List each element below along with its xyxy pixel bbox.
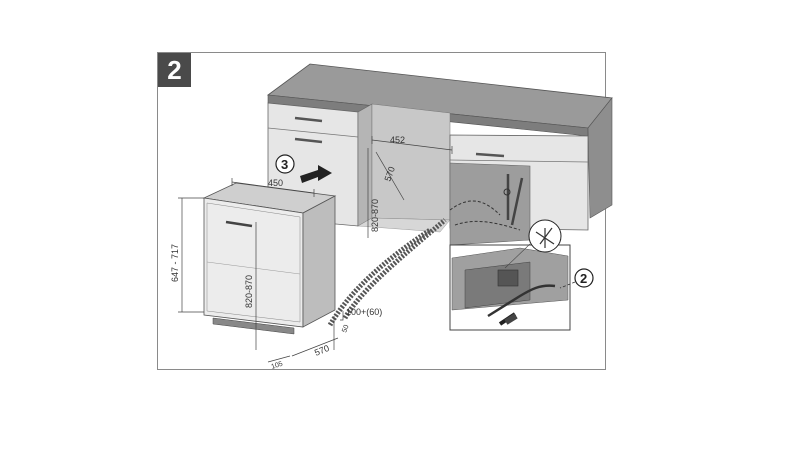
toe-kick-label: 100+(60): [346, 307, 382, 317]
dishwasher-plinth: [212, 317, 295, 335]
kitchen-cabinet: [266, 63, 613, 246]
appliance-depth-label: 570: [313, 343, 331, 358]
appliance-height-label: 647 - 717: [170, 244, 180, 282]
hoses: [327, 218, 447, 327]
sink-cabinet-interior: [449, 162, 531, 246]
callout-2-number: 2: [580, 271, 587, 286]
left-door-handle: [294, 137, 323, 144]
cabinet-right-side: [587, 97, 613, 219]
dishwasher-side: [302, 195, 336, 328]
cavity-depth-label: 570: [382, 165, 397, 183]
left-drawer-handle: [294, 116, 323, 123]
niche-height-label: 820-870: [244, 275, 254, 308]
right-drawer-handle: [475, 152, 505, 158]
cavity-width-label: 452: [390, 135, 405, 145]
callout-3-number: 3: [281, 157, 288, 172]
appliance-width-label: 450: [268, 178, 283, 188]
callout-2-circle: [574, 268, 594, 288]
cavity-height-label: 820-870: [370, 199, 380, 232]
dishwasher-handle: [225, 220, 253, 228]
push-arrow-icon: [300, 165, 332, 183]
step-number-badge: 2: [158, 53, 191, 87]
dishwasher: [202, 182, 337, 335]
cavity-back: [371, 103, 451, 221]
foot-label: 50: [341, 324, 350, 334]
plinth-label: 105: [270, 361, 283, 371]
push-in-callout: 3: [275, 154, 332, 183]
drain-pipe: [506, 174, 524, 226]
cavity-dimensions: 452 570 820-870: [367, 135, 453, 238]
connection-detail-inset: 2: [449, 219, 594, 331]
callout-3-circle: [275, 154, 295, 174]
